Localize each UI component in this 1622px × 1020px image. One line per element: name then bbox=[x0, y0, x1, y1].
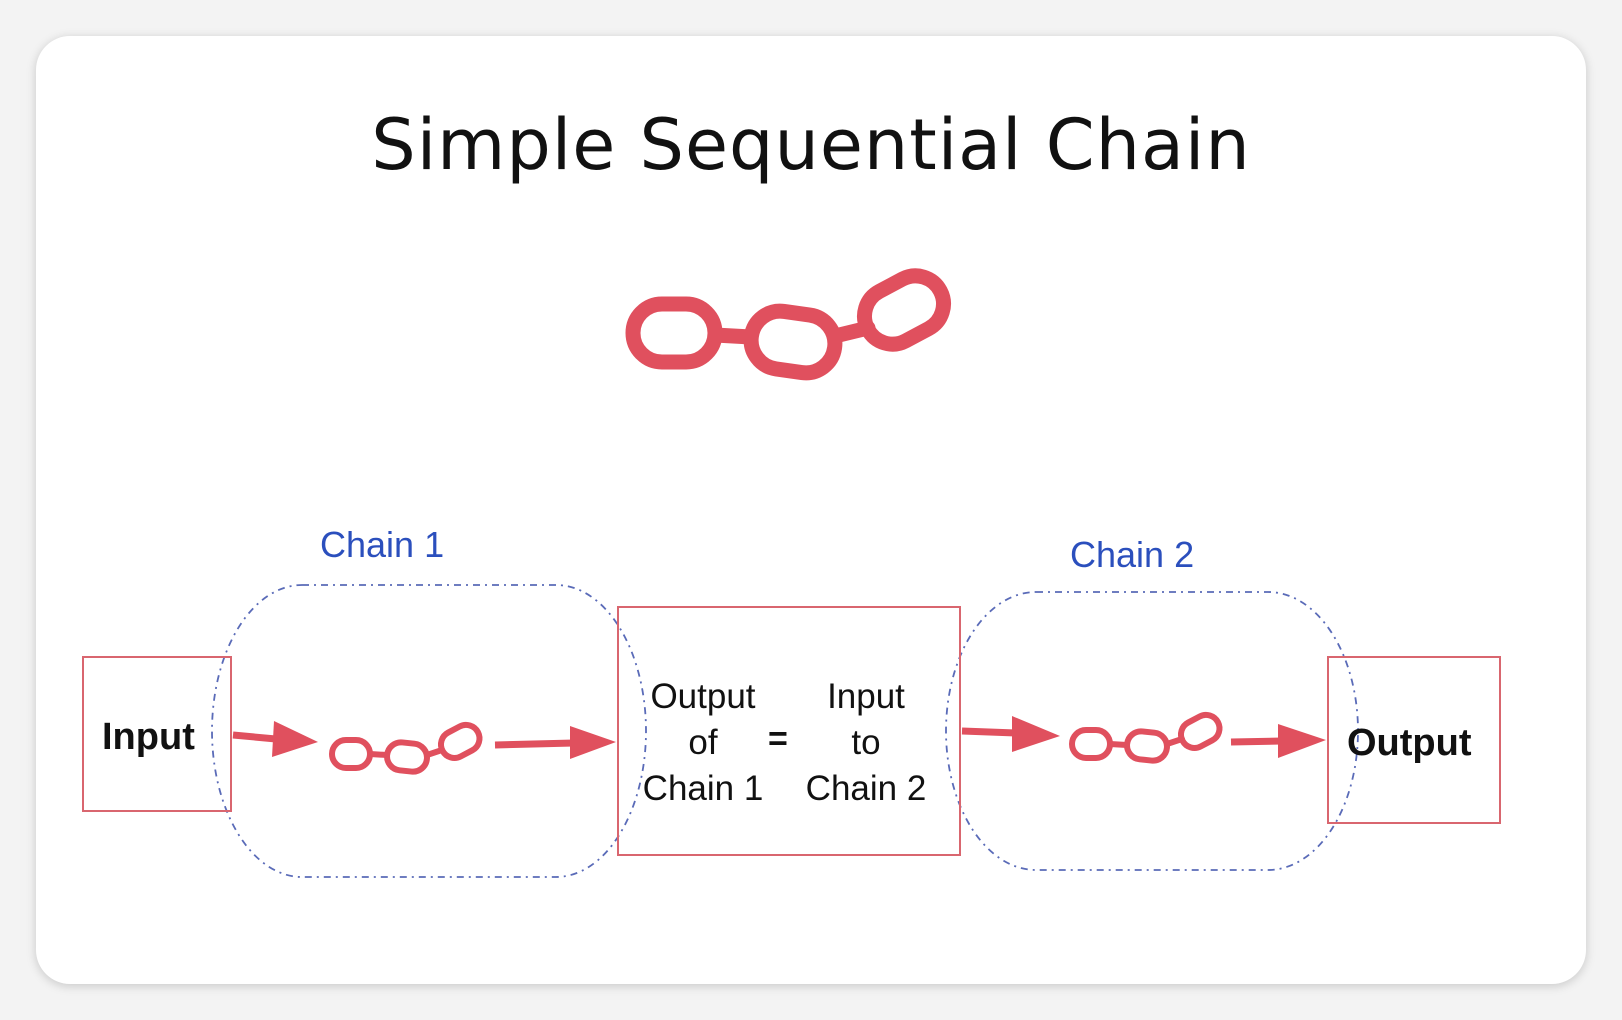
slide-card: Simple Sequential Chain bbox=[36, 36, 1586, 984]
input-label: Input bbox=[102, 716, 195, 758]
middle-left-text: Output of Chain 1 bbox=[628, 674, 778, 812]
chain2-label: Chain 2 bbox=[1070, 534, 1195, 575]
input-box bbox=[82, 656, 232, 812]
chain-link-icon bbox=[625, 268, 951, 381]
chain1-group bbox=[211, 584, 647, 878]
arrow-middle-to-chain2 bbox=[961, 716, 1060, 752]
output-label: Output bbox=[1347, 722, 1472, 764]
chain2-group bbox=[945, 591, 1359, 871]
output-box bbox=[1327, 656, 1501, 824]
middle-right-line-1: Input bbox=[827, 677, 905, 716]
middle-left-line-2: of bbox=[688, 723, 718, 762]
arrow-input-to-chain1 bbox=[232, 721, 318, 757]
page-title: Simple Sequential Chain bbox=[371, 104, 1251, 186]
arrow-chain1-to-middle bbox=[494, 726, 616, 759]
middle-box bbox=[617, 606, 961, 856]
chain1-label: Chain 1 bbox=[320, 524, 445, 565]
middle-left-line-3: Chain 1 bbox=[642, 769, 764, 808]
chain-link-icon bbox=[329, 721, 483, 775]
equals-sign: = bbox=[768, 720, 788, 758]
arrow-chain2-to-output bbox=[1230, 724, 1326, 758]
chain-link-icon bbox=[1069, 711, 1223, 764]
middle-right-line-2: to bbox=[851, 723, 881, 762]
middle-right-text: Input to Chain 2 bbox=[788, 674, 944, 812]
sequential-chain-diagram bbox=[82, 268, 1501, 878]
middle-left-line-1: Output bbox=[650, 677, 756, 716]
middle-right-line-3: Chain 2 bbox=[805, 769, 927, 808]
